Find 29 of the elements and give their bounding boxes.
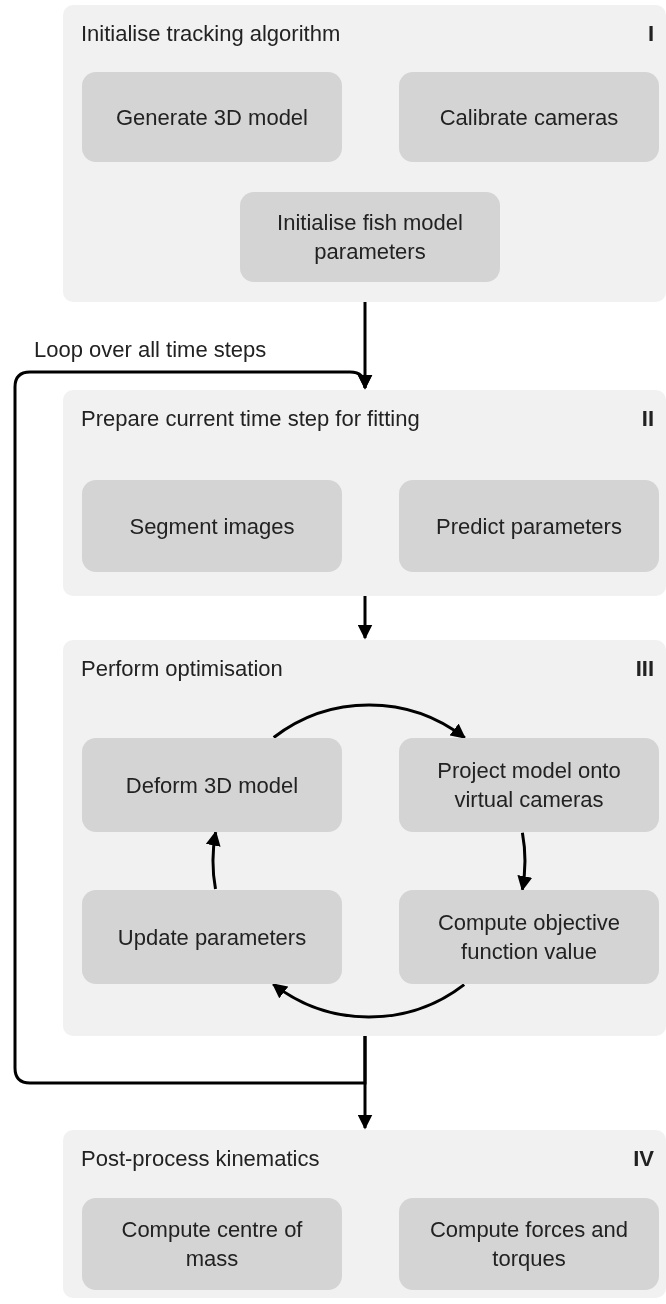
group-panel [63, 640, 666, 1036]
process-box: Compute forces and torques [399, 1198, 659, 1290]
process-box: Project model onto virtual cameras [399, 738, 659, 832]
panel-heading: Post-process kinematics [81, 1146, 320, 1172]
process-box: Initialise fish model parameters [240, 192, 500, 282]
step-number: I [647, 21, 654, 47]
process-box: Generate 3D model [82, 72, 342, 162]
process-box: Calibrate cameras [399, 72, 659, 162]
process-box: Update parameters [82, 890, 342, 984]
panel-heading: Prepare current time step for fitting [81, 406, 420, 432]
arrow [272, 703, 466, 740]
process-box: Segment images [82, 480, 342, 572]
step-number: II [641, 406, 654, 432]
arrow [13, 370, 373, 1085]
process-box: Compute objective function value [399, 890, 659, 984]
arrow [271, 982, 466, 1019]
arrow [206, 830, 222, 890]
group-panel [63, 5, 666, 302]
panel-heading: Perform optimisation [81, 656, 283, 682]
process-box: Compute centre of mass [82, 1198, 342, 1290]
arrow [357, 596, 373, 640]
step-number: IV [633, 1146, 654, 1172]
process-box: Deform 3D model [82, 738, 342, 832]
arrow [516, 832, 532, 892]
group-panel [63, 390, 666, 596]
step-number: III [635, 656, 654, 682]
process-box: Predict parameters [399, 480, 659, 572]
panel-heading: Initialise tracking algorithm [81, 21, 341, 47]
group-panel [63, 1130, 666, 1298]
